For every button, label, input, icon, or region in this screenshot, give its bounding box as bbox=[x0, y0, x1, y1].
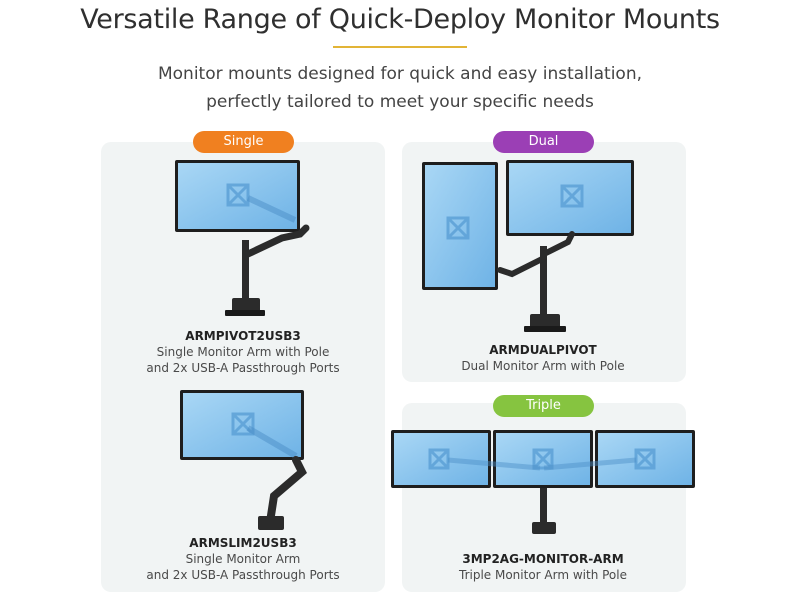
product-description: and 2x USB-A Passthrough Ports bbox=[146, 361, 340, 375]
model-name: ARMDUALPIVOT bbox=[489, 343, 597, 357]
single-category-pill: Single bbox=[193, 131, 294, 153]
armpivot2usb3-caption: ARMPIVOT2USB3 Single Monitor Arm with Po… bbox=[113, 328, 373, 376]
product-description: Single Monitor Arm with Pole bbox=[156, 345, 330, 359]
model-name: ARMPIVOT2USB3 bbox=[185, 329, 301, 343]
armdualpivot-caption: ARMDUALPIVOT Dual Monitor Arm with Pole bbox=[413, 342, 673, 374]
product-description: Dual Monitor Arm with Pole bbox=[461, 359, 625, 373]
armslim2usb3-image bbox=[180, 390, 307, 530]
model-name: ARMSLIM2USB3 bbox=[189, 536, 297, 550]
model-name: 3MP2AG-MONITOR-ARM bbox=[462, 552, 624, 566]
subtitle-line-1: Monitor mounts designed for quick and ea… bbox=[157, 64, 643, 84]
subtitle-line-2: perfectly tailored to meet your specific… bbox=[206, 92, 594, 112]
product-description: Triple Monitor Arm with Pole bbox=[459, 568, 627, 582]
armdualpivot-image bbox=[422, 160, 634, 332]
product-description: Single Monitor Arm bbox=[185, 552, 301, 566]
triple-category-pill: Triple bbox=[493, 395, 594, 417]
dual-category-pill: Dual bbox=[493, 131, 594, 153]
title-underline bbox=[333, 46, 467, 48]
product-description: and 2x USB-A Passthrough Ports bbox=[146, 568, 340, 582]
3mp2ag-monitor-arm-image bbox=[391, 430, 695, 534]
armpivot2usb3-image bbox=[175, 160, 310, 316]
page-title: Versatile Range of Quick-Deploy Monitor … bbox=[80, 4, 720, 35]
armslim2usb3-caption: ARMSLIM2USB3 Single Monitor Arm and 2x U… bbox=[113, 535, 373, 583]
3mp2ag-monitor-arm-caption: 3MP2AG-MONITOR-ARM Triple Monitor Arm wi… bbox=[413, 551, 673, 583]
